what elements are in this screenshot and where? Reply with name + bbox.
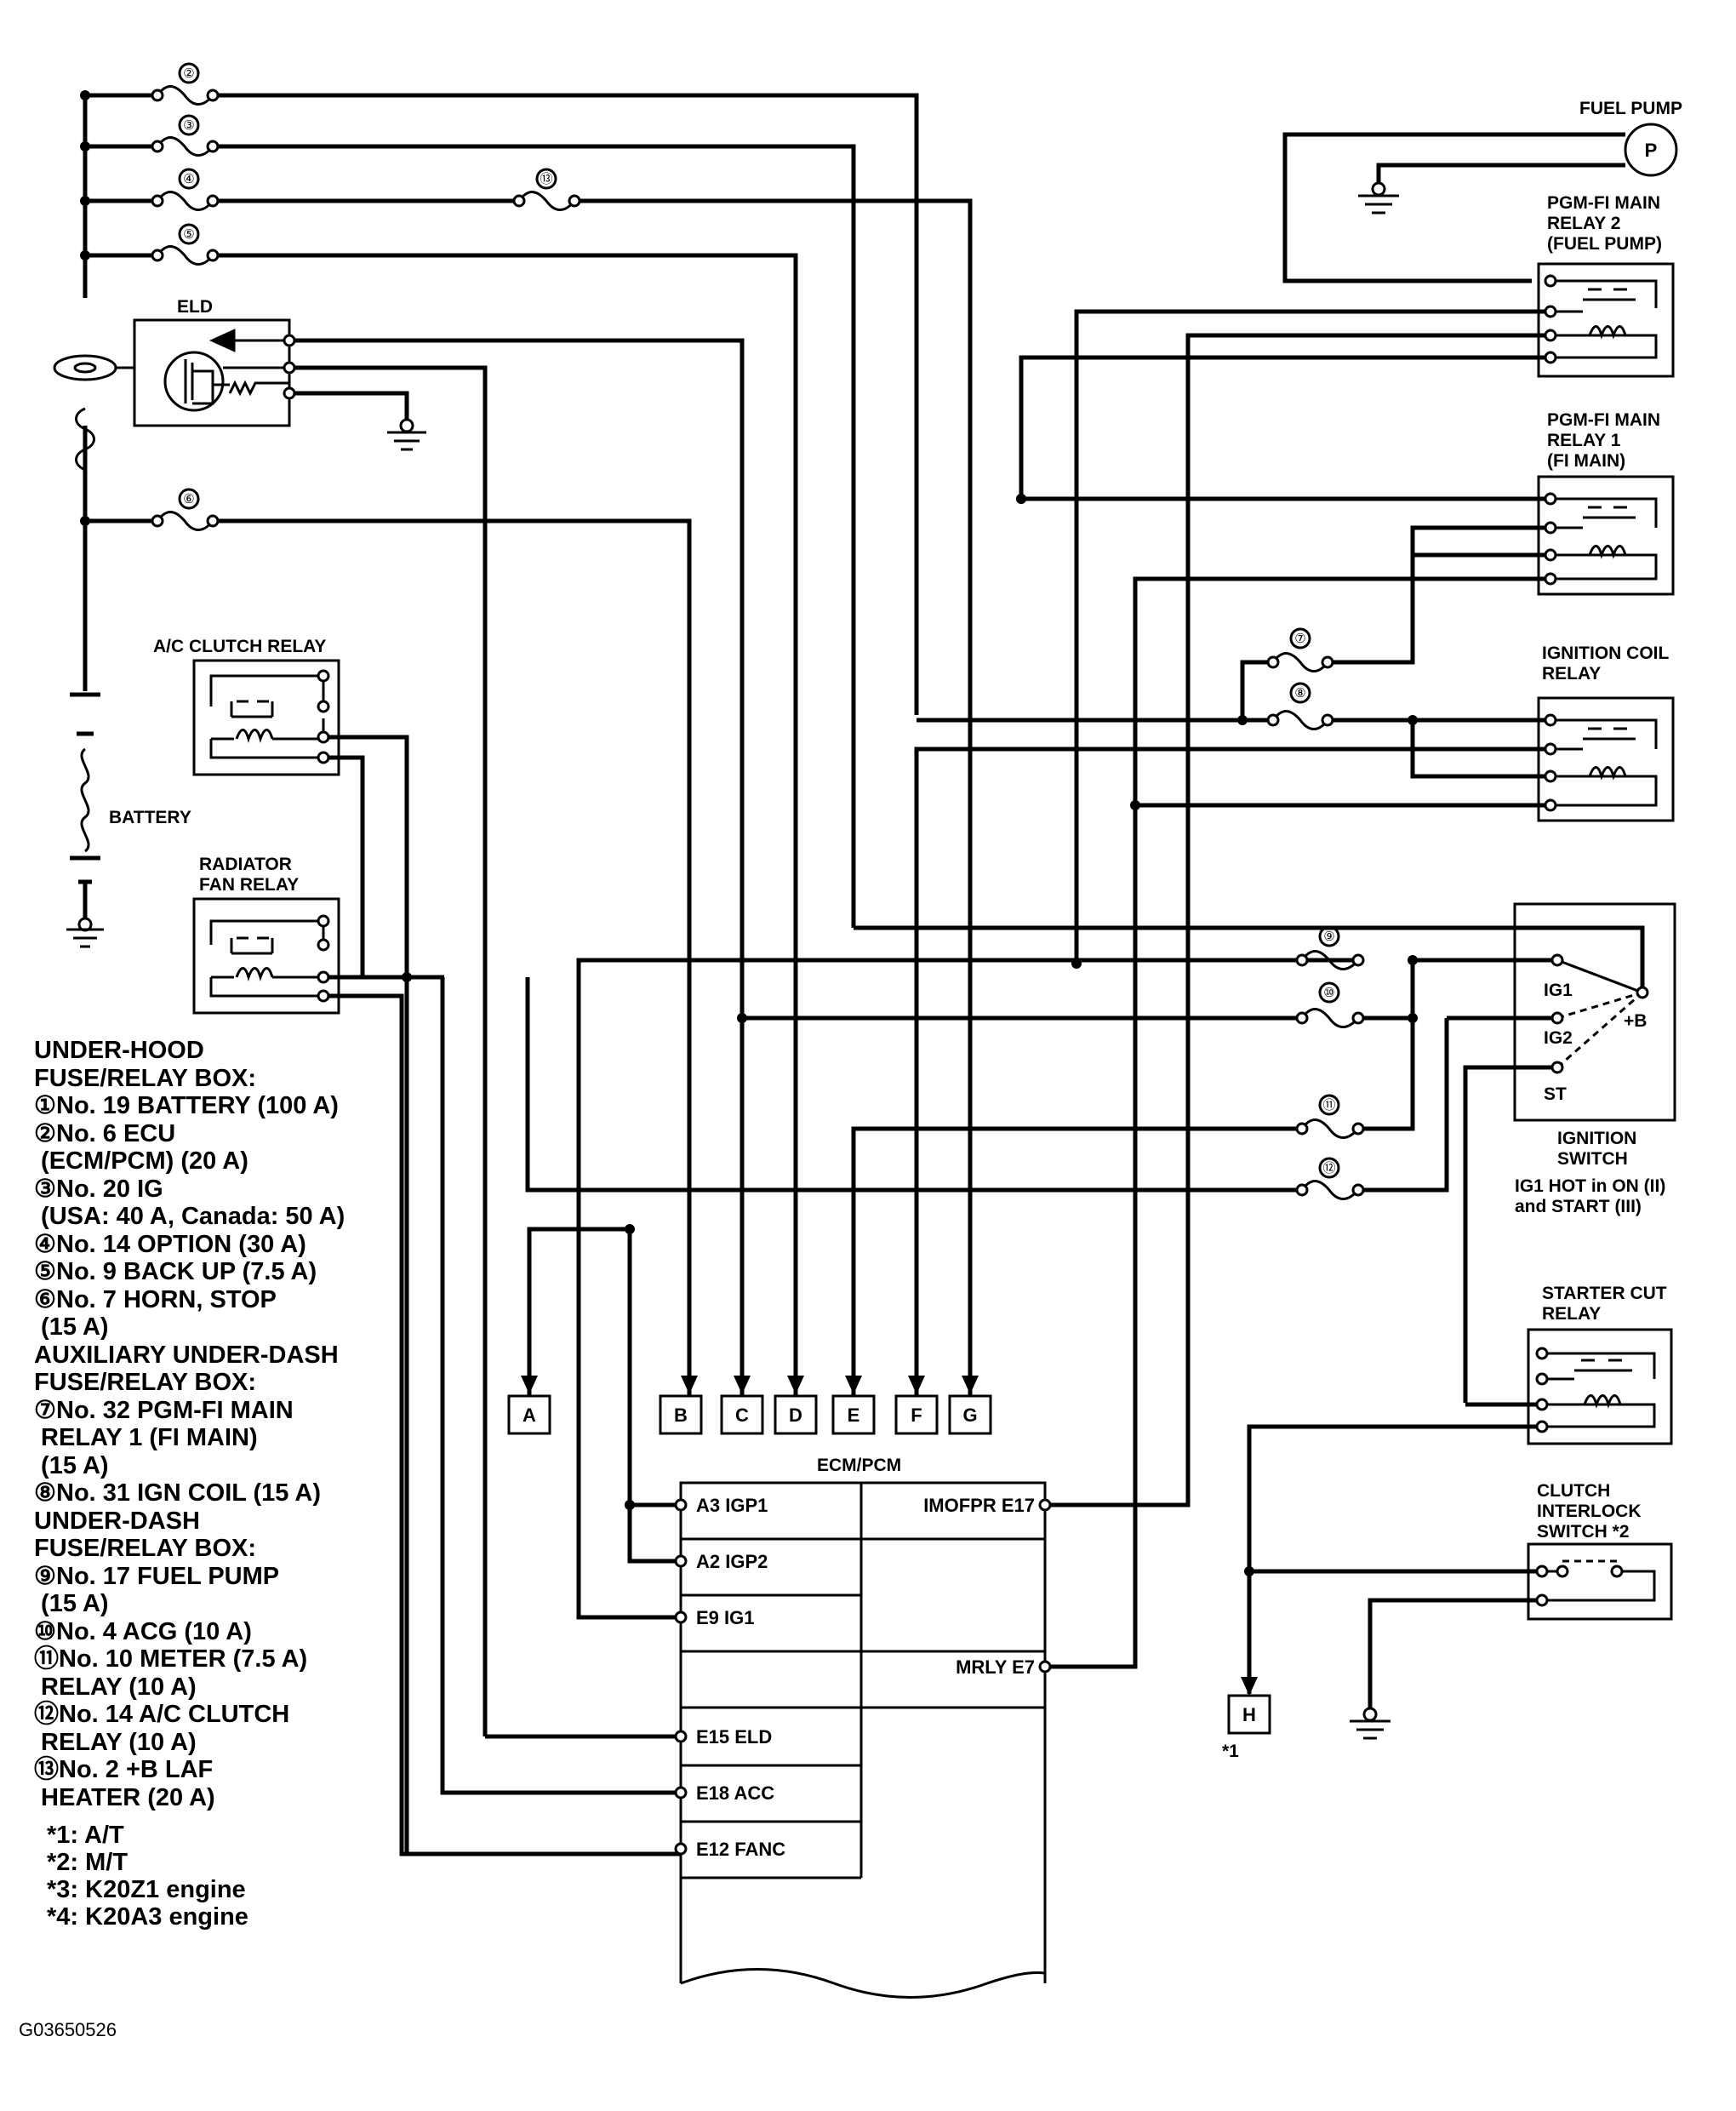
svg-text:RELAY: RELAY xyxy=(1542,1304,1601,1324)
fuse-4 xyxy=(151,191,220,211)
fuel-pump: FUEL PUMP P xyxy=(1282,99,1682,283)
fuse-6 xyxy=(151,511,220,531)
svg-text:B: B xyxy=(674,1404,688,1426)
svg-text:⑪: ⑪ xyxy=(1322,1098,1335,1113)
svg-text:⑦: ⑦ xyxy=(1294,632,1305,646)
svg-text:PGM-FI MAIN: PGM-FI MAIN xyxy=(1547,193,1660,213)
svg-text:⑬: ⑬ xyxy=(540,172,552,186)
svg-text:④: ④ xyxy=(183,172,194,186)
svg-text:IGNITION: IGNITION xyxy=(1557,1129,1636,1148)
svg-text:⑨: ⑨ xyxy=(1323,930,1334,944)
svg-text:RELAY 2: RELAY 2 xyxy=(1547,214,1620,233)
fuse-5 xyxy=(151,245,220,266)
fuses-7-8: ⑦ ⑧ xyxy=(1266,627,1334,730)
pgm-fi-relay-1: PGM-FI MAIN RELAY 1 (FI MAIN) xyxy=(1016,410,1675,1669)
fuse-number-labels: ② ③ ④ ⑬ ⑤ ⑥ xyxy=(178,62,557,510)
svg-text:⑤: ⑤ xyxy=(183,227,194,242)
fuse-2 xyxy=(151,85,220,106)
starter-cut-relay: STARTER CUT RELAY xyxy=(1244,1284,1673,1694)
svg-text:FUEL PUMP: FUEL PUMP xyxy=(1579,99,1682,118)
svg-text:IG1: IG1 xyxy=(1544,981,1573,1000)
connector-a: A xyxy=(507,1394,551,1435)
connector-c: C xyxy=(720,1394,764,1435)
svg-text:A2 IGP2: A2 IGP2 xyxy=(696,1551,768,1572)
svg-text:③: ③ xyxy=(183,118,194,133)
ac-clutch-relay-label: A/C CLUTCH RELAY xyxy=(153,637,326,656)
connector-b: B xyxy=(659,1394,703,1435)
svg-text:⑫: ⑫ xyxy=(1322,1161,1335,1176)
connector-e: E xyxy=(831,1394,876,1435)
svg-text:E12 FANC: E12 FANC xyxy=(696,1839,785,1860)
main-bus xyxy=(75,90,973,1396)
svg-text:⑩: ⑩ xyxy=(1323,986,1334,1000)
svg-text:RELAY: RELAY xyxy=(1542,664,1601,684)
ignition-switch: IG1 IG2 ST +B IGNITION SWITCH IG1 HOT in… xyxy=(854,902,1676,1216)
svg-text:D: D xyxy=(789,1404,802,1426)
svg-text:F: F xyxy=(911,1404,922,1426)
svg-text:C: C xyxy=(735,1404,749,1426)
svg-text:SWITCH: SWITCH xyxy=(1557,1149,1628,1169)
svg-text:PGM-FI MAIN: PGM-FI MAIN xyxy=(1547,410,1660,430)
ecm-pcm: ECM/PCM A3 IGP1 A2 IGP2 E9 IG1 E15 ELD E… xyxy=(440,977,1052,1999)
svg-text:FAN RELAY: FAN RELAY xyxy=(199,875,299,895)
connector-g: G xyxy=(948,1394,992,1435)
eld-module: ELD xyxy=(133,297,745,1736)
svg-text:CLUTCH: CLUTCH xyxy=(1537,1481,1610,1501)
svg-text:A3 IGP1: A3 IGP1 xyxy=(696,1495,768,1516)
ecm-title: ECM/PCM xyxy=(817,1456,901,1475)
svg-text:IG1 HOT in ON (II): IG1 HOT in ON (II) xyxy=(1515,1176,1665,1196)
svg-text:RELAY 1: RELAY 1 xyxy=(1547,431,1621,450)
svg-text:SWITCH *2: SWITCH *2 xyxy=(1537,1522,1630,1542)
svg-text:E: E xyxy=(848,1404,860,1426)
svg-text:G: G xyxy=(962,1404,977,1426)
svg-text:MRLY E7: MRLY E7 xyxy=(956,1656,1035,1678)
ignition-coil-relay: IGNITION COIL RELAY xyxy=(914,494,1675,1396)
figure-code: G03650526 xyxy=(19,2019,117,2040)
svg-text:H: H xyxy=(1242,1704,1256,1725)
svg-text:(FUEL PUMP): (FUEL PUMP) xyxy=(1547,234,1662,254)
svg-text:+B: +B xyxy=(1624,1011,1647,1031)
fuses xyxy=(151,85,581,531)
pgm-fi-relay-2: PGM-FI MAIN RELAY 2 (FUEL PUMP) xyxy=(1019,193,1675,1507)
connector-d: D xyxy=(774,1394,818,1435)
svg-text:IMOFPR E17: IMOFPR E17 xyxy=(923,1495,1035,1516)
eld-label: ELD xyxy=(177,297,213,317)
svg-text:STARTER CUT: STARTER CUT xyxy=(1542,1284,1667,1303)
svg-text:IGNITION COIL: IGNITION COIL xyxy=(1542,644,1670,663)
connector-f: F xyxy=(894,1394,939,1435)
connector-arrows xyxy=(521,1376,1258,1696)
battery-symbol: BATTERY xyxy=(66,672,191,948)
svg-text:②: ② xyxy=(183,66,194,81)
svg-text:INTERLOCK: INTERLOCK xyxy=(1537,1502,1642,1521)
ac-clutch-relay: A/C CLUTCH RELAY xyxy=(153,637,409,1854)
fuse-13 xyxy=(512,191,581,211)
connector-h: H*1 xyxy=(1222,1694,1271,1761)
svg-text:(FI MAIN): (FI MAIN) xyxy=(1547,451,1625,471)
svg-text:RADIATOR: RADIATOR xyxy=(199,855,292,874)
engine-notes: *1: A/T*2: M/T*3: K20Z1 engine*4: K20A3 … xyxy=(47,1822,248,1931)
svg-text:IG2: IG2 xyxy=(1544,1028,1573,1048)
svg-text:E18 ACC: E18 ACC xyxy=(696,1782,774,1804)
svg-text:*1: *1 xyxy=(1222,1742,1239,1761)
svg-text:⑧: ⑧ xyxy=(1294,686,1305,701)
fuse-3 xyxy=(151,136,220,157)
svg-text:E15 ELD: E15 ELD xyxy=(696,1726,772,1748)
ignition-circuits: ⑨ ⑩ ⑪ ⑫ xyxy=(525,925,1552,1620)
svg-text:and START (III): and START (III) xyxy=(1515,1197,1642,1216)
radiator-fan-relay: RADIATOR FAN RELAY xyxy=(192,855,681,1856)
svg-text:E9 IG1: E9 IG1 xyxy=(696,1607,754,1628)
clutch-interlock-switch: CLUTCH INTERLOCK SWITCH *2 xyxy=(1249,1481,1673,1740)
svg-text:A: A xyxy=(523,1404,536,1426)
svg-text:ST: ST xyxy=(1544,1084,1567,1104)
svg-text:P: P xyxy=(1645,140,1658,161)
battery-label: BATTERY xyxy=(109,808,191,827)
svg-text:⑥: ⑥ xyxy=(183,492,194,506)
current-sensor xyxy=(53,354,134,381)
